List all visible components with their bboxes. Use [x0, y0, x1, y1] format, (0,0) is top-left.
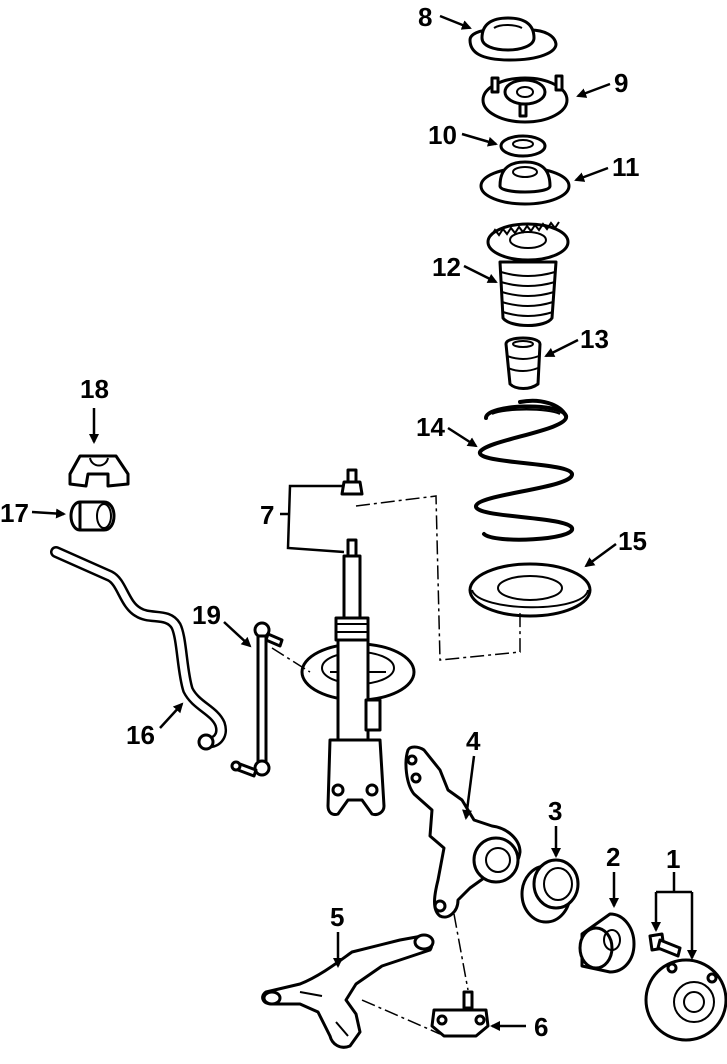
part-4-steering-knuckle: [404, 745, 522, 919]
callout-18: 18: [80, 374, 109, 404]
callout-8: 8: [418, 2, 432, 32]
callout-19: 19: [192, 600, 221, 630]
callout-7: 7: [260, 500, 274, 530]
part-13-bump-stop: [504, 336, 542, 390]
callout-10: 10: [428, 120, 457, 150]
part-18-stabilizer-bracket: [68, 454, 130, 488]
callout-6: 6: [534, 1012, 548, 1042]
leader-lines: [31, 14, 697, 1031]
callout-5: 5: [330, 902, 344, 932]
callout-15: 15: [618, 526, 647, 556]
callout-3: 3: [548, 796, 562, 826]
part-1-wheel-hub: [644, 932, 727, 1042]
callout-9: 9: [614, 68, 628, 98]
callout-13: 13: [580, 324, 609, 354]
callout-11: 11: [612, 152, 640, 182]
alignment-lines: [271, 495, 521, 1035]
part-19-stabilizer-link: [230, 621, 284, 778]
callout-17: 17: [0, 498, 29, 528]
callout-4: 4: [466, 726, 481, 756]
callout-labels: 8 9 10 11 12 13 14 15 18 17 16 19 7 4 3 …: [0, 2, 680, 1042]
part-14-coil-spring: [473, 398, 574, 542]
part-9-strut-mount: [481, 74, 569, 124]
callout-12: 12: [432, 252, 461, 282]
part-8-strut-mount-cover: [468, 16, 558, 62]
part-16-stabilizer-bar: [50, 546, 227, 751]
callout-2: 2: [606, 842, 620, 872]
callout-16: 16: [126, 720, 155, 750]
callout-14: 14: [416, 412, 445, 442]
part-17-bushing: [69, 500, 116, 532]
part-10-bearing: [499, 134, 547, 158]
part-6-ball-joint: [430, 990, 490, 1038]
part-7-strut-assembly: [300, 468, 416, 816]
part-3-hub-seal: [520, 858, 580, 924]
part-5-lower-control-arm: [261, 933, 435, 1049]
part-2-wheel-bearing: [578, 912, 636, 974]
part-12-boot: [486, 221, 570, 327]
callout-1: 1: [666, 844, 680, 874]
part-15-lower-spring-insulator: [468, 562, 592, 618]
part-11-upper-spring-seat: [479, 160, 571, 206]
